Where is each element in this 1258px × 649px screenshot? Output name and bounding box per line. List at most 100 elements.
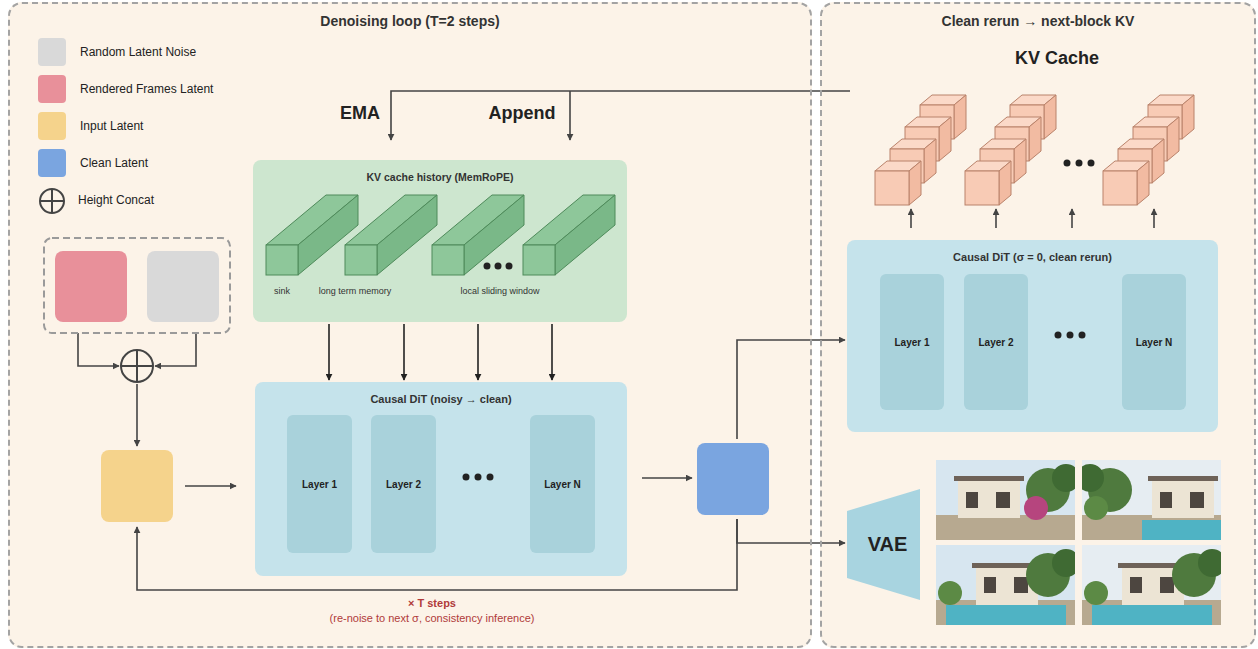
svg-rect	[55, 251, 127, 322]
layer-box: Layer 2	[964, 274, 1028, 410]
node-label: Layer 2	[978, 337, 1013, 348]
svg-path	[995, 209, 997, 228]
svg-circle	[463, 474, 470, 481]
node-label: Clean rerun → next-block KV	[942, 13, 1135, 29]
svg-path	[1153, 209, 1155, 228]
svg-circle	[1064, 160, 1071, 167]
svg-rect	[1148, 476, 1218, 481]
svg-rect	[1152, 480, 1214, 518]
annotation-label: (re-noise to next σ, consistency inferen…	[330, 612, 535, 624]
svg-rect	[697, 443, 769, 515]
svg-path	[155, 333, 196, 366]
svg-rect	[984, 577, 996, 593]
layer-box: Layer 1	[287, 415, 352, 553]
dit-box: Causal DiT (σ = 0, clean rerun) Layer 1 La…	[847, 240, 1218, 432]
memory-label: long term memory	[319, 286, 392, 296]
svg-circle	[1088, 160, 1095, 167]
svg-circle	[1052, 464, 1075, 492]
svg-circle	[1076, 160, 1083, 167]
svg-rect	[1082, 460, 1221, 540]
svg-circle	[475, 474, 482, 481]
svg-rect	[875, 171, 909, 205]
svg-rect	[820, 2, 1256, 648]
annotation-label: EMA	[340, 103, 380, 124]
layer-box: Layer 2	[371, 415, 436, 553]
svg-circle	[1079, 332, 1086, 339]
svg-path	[737, 519, 845, 543]
svg-rect	[954, 476, 1024, 481]
svg-polygon	[1014, 139, 1026, 183]
rerun-panel: Clean rerun → next-block KV Causal DiT (…	[820, 2, 1256, 648]
svg-rect	[266, 245, 298, 275]
svg-polygon	[847, 489, 920, 600]
svg-rect	[958, 480, 1020, 518]
svg-rect	[936, 515, 1075, 540]
legend-text: Input Latent	[80, 119, 143, 133]
svg-rect	[432, 245, 464, 275]
svg-rect	[147, 251, 219, 322]
svg-g	[1055, 332, 1086, 339]
svg-rect	[966, 492, 978, 508]
memory-arrow	[551, 324, 553, 380]
node-label: Layer 1	[302, 479, 337, 490]
layer-box: Layer N	[1122, 274, 1186, 410]
svg-rect	[8, 2, 812, 648]
svg-g	[1064, 160, 1095, 167]
svg-path	[391, 91, 850, 140]
legend-swatch	[38, 149, 66, 177]
svg-polygon	[1029, 117, 1041, 161]
node-label: Layer 2	[386, 479, 421, 490]
legend-text: Clean Latent	[80, 156, 148, 170]
svg-g	[1082, 545, 1221, 625]
svg-circle	[1084, 581, 1108, 605]
svg-rect	[1160, 492, 1172, 508]
svg-polygon	[1137, 161, 1149, 205]
svg-polygon	[555, 195, 615, 275]
node-label: Causal DiT (σ = 0, clean rerun)	[953, 251, 1112, 263]
svg-circle	[1082, 464, 1104, 492]
memory-label: sink	[274, 286, 290, 296]
svg-circle	[1055, 332, 1062, 339]
node-label: VAE	[868, 533, 908, 556]
svg-g	[40, 189, 153, 382]
svg-polygon	[1152, 139, 1164, 183]
svg-rect	[1142, 520, 1221, 540]
svg-circle	[495, 263, 502, 270]
svg-circle	[1067, 332, 1074, 339]
svg-polygon	[939, 117, 951, 161]
memory-arrow	[328, 324, 330, 380]
memory-arrow	[403, 324, 405, 380]
svg-g	[936, 460, 1075, 540]
svg-path	[569, 91, 571, 140]
svg-circle	[40, 189, 64, 213]
legend-text: Random Latent Noise	[80, 45, 196, 59]
annotation-label: × T steps	[408, 597, 456, 609]
svg-polygon	[464, 195, 524, 275]
svg-rect	[44, 238, 230, 333]
legend-text: Rendered Frames Latent	[80, 82, 213, 96]
svg-rect	[1082, 515, 1221, 540]
layer-box: Layer 1	[880, 274, 944, 410]
node-label: Causal DiT (noisy → clean)	[370, 393, 511, 405]
kv-history-box: KV cache history (MemRoPE) sink long term …	[253, 160, 627, 322]
svg-polygon	[1044, 95, 1056, 139]
memory-label: local sliding window	[460, 286, 539, 296]
layer-box: Layer N	[530, 415, 595, 553]
svg-g	[463, 474, 494, 481]
svg-rect	[1190, 492, 1204, 508]
svg-circle	[1052, 549, 1075, 577]
svg-rect	[1160, 577, 1174, 593]
kv-history-bars	[253, 160, 627, 322]
svg-circle	[121, 350, 153, 382]
node-label: Denoising loop (T=2 steps)	[320, 13, 499, 29]
svg-g	[936, 545, 1075, 625]
svg-circle	[938, 581, 962, 605]
legend-swatch	[38, 75, 66, 103]
svg-path	[78, 333, 119, 366]
memory-arrow	[477, 324, 479, 380]
svg-path	[121, 350, 153, 382]
svg-g	[1082, 460, 1221, 540]
svg-polygon	[1167, 117, 1179, 161]
node-label: KV cache history (MemRoPE)	[366, 171, 513, 183]
svg-g	[875, 95, 1194, 205]
